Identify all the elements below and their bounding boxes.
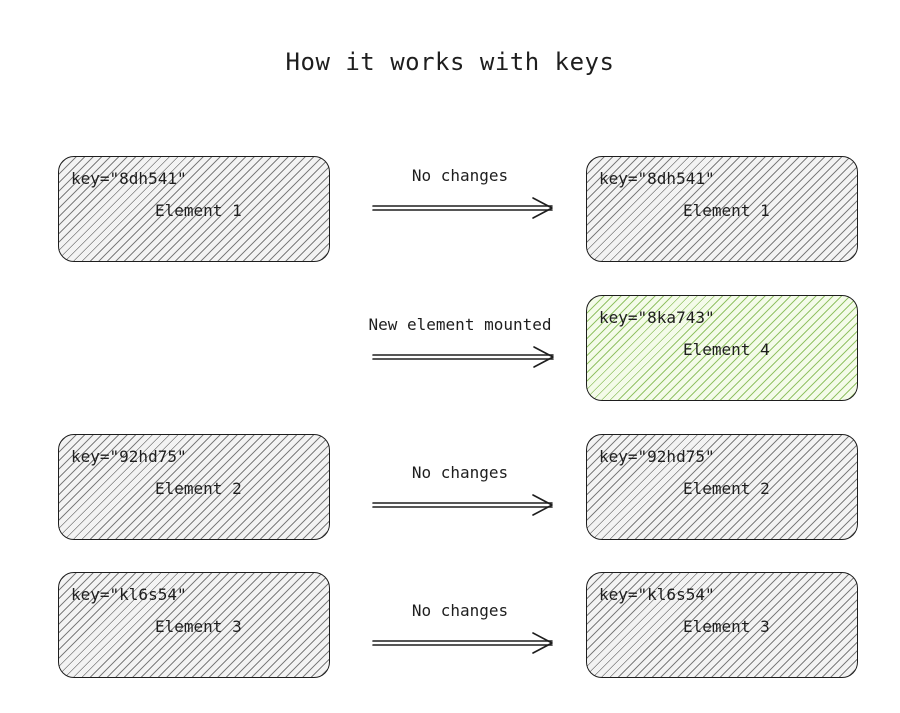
left-element-3-label: Element 3: [155, 617, 242, 636]
right-element-1-key: key="8dh541": [599, 169, 715, 188]
right-element-3-key: key="kl6s54": [599, 585, 715, 604]
arrow-4: [372, 632, 553, 654]
right-element-4-key: key="8ka743": [599, 308, 715, 327]
right-element-4-label: Element 4: [683, 340, 770, 359]
right-element-3-label: Element 3: [683, 617, 770, 636]
arrow-1: [372, 197, 553, 219]
right-element-4-box: key="8ka743" Element 4: [586, 295, 858, 401]
arrow-label-3: No changes: [411, 463, 509, 482]
arrow-2: [372, 346, 554, 368]
left-element-1-box: key="8dh541" Element 1: [58, 156, 330, 262]
left-element-1-key: key="8dh541": [71, 169, 187, 188]
right-element-1-label: Element 1: [683, 201, 770, 220]
arrow-label-4: No changes: [411, 601, 509, 620]
arrow-3: [372, 494, 553, 516]
left-element-3-key: key="kl6s54": [71, 585, 187, 604]
right-element-1-box: key="8dh541" Element 1: [586, 156, 858, 262]
right-element-2-key: key="92hd75": [599, 447, 715, 466]
right-element-2-label: Element 2: [683, 479, 770, 498]
left-element-2-box: key="92hd75" Element 2: [58, 434, 330, 540]
left-element-1-label: Element 1: [155, 201, 242, 220]
arrow-label-1: No changes: [411, 166, 509, 185]
left-element-2-label: Element 2: [155, 479, 242, 498]
right-element-2-box: key="92hd75" Element 2: [586, 434, 858, 540]
right-element-3-box: key="kl6s54" Element 3: [586, 572, 858, 678]
diagram-title: How it works with keys: [285, 48, 615, 76]
left-element-2-key: key="92hd75": [71, 447, 187, 466]
left-element-3-box: key="kl6s54" Element 3: [58, 572, 330, 678]
arrow-label-2: New element mounted: [368, 315, 552, 334]
